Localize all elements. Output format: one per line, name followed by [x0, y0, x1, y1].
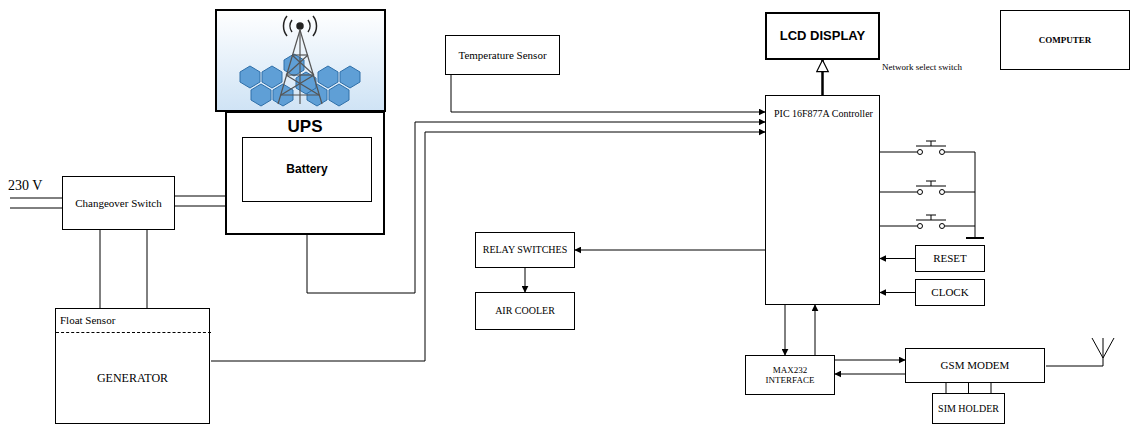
- node-label: Temperature Sensor: [458, 49, 546, 62]
- wire: [880, 258, 915, 259]
- network-select-switches: [880, 141, 984, 238]
- wire: [835, 374, 905, 375]
- wire: [785, 305, 786, 355]
- node-label: CLOCK: [931, 286, 968, 299]
- node-label: RESET: [933, 252, 967, 265]
- switch-caption: Network select switch: [882, 62, 962, 72]
- mains-wires: [10, 198, 62, 208]
- sensor-box: Temperature Sensor: [445, 35, 560, 75]
- connector: [822, 60, 823, 95]
- voltage-label: 230 V: [8, 178, 42, 194]
- node-label: GSM MODEM: [941, 359, 1010, 372]
- connector: [835, 374, 905, 375]
- generator-box: GENERATOR Float Sensor: [55, 308, 210, 424]
- connector: [880, 258, 915, 259]
- connector: [815, 305, 816, 355]
- wire: [100, 230, 101, 308]
- node-label: SIM HOLDER: [938, 403, 999, 415]
- relay-box: RELAY SWITCHES: [475, 232, 575, 268]
- wire: [575, 250, 765, 251]
- wire: [835, 360, 905, 361]
- node-label: PIC 16F877A Controller: [774, 108, 873, 120]
- battery-box: Battery: [242, 137, 372, 202]
- float-sensor-box: Float Sensor: [56, 309, 211, 333]
- computer-box: COMPUTER: [1000, 10, 1130, 70]
- wire: [946, 383, 947, 393]
- interface-box: MAX232 INTERFACE: [745, 355, 835, 395]
- ups-box: UPS Battery: [225, 111, 385, 235]
- controller-box: PIC 16F877A Controller: [765, 95, 880, 305]
- tower-illustration: [216, 10, 385, 111]
- wire: [991, 383, 992, 393]
- node-label: RELAY SWITCHES: [483, 244, 568, 256]
- connector: [835, 360, 905, 361]
- wire: [821, 60, 824, 95]
- connector: [575, 250, 765, 251]
- node-label: Changeover Switch: [75, 197, 161, 210]
- connector: [211, 132, 765, 361]
- wire: [525, 268, 526, 292]
- wire: [451, 75, 765, 112]
- antenna: [1046, 338, 1114, 366]
- node-label: LCD DISPLAY: [780, 29, 865, 44]
- node-label: COMPUTER: [1039, 35, 1092, 45]
- wire: [175, 196, 225, 197]
- node-label: MAX232 INTERFACE: [749, 365, 831, 386]
- connector: [946, 383, 991, 393]
- connector: [175, 196, 225, 206]
- wire: [147, 230, 148, 308]
- modem-box: GSM MODEM: [905, 348, 1045, 383]
- clock-box: CLOCK: [915, 279, 985, 306]
- node-label: GENERATOR: [97, 372, 168, 386]
- display-box: LCD DISPLAY: [765, 12, 880, 60]
- reset-box: RESET: [915, 245, 985, 272]
- node-label: AIR COOLER: [495, 305, 555, 317]
- wire: [175, 206, 225, 207]
- wire: [968, 383, 969, 393]
- node-label: UPS: [288, 117, 323, 137]
- switch-box: Changeover Switch: [62, 176, 175, 230]
- connector: [100, 230, 147, 308]
- cooler-box: AIR COOLER: [475, 292, 575, 330]
- node-label: Battery: [286, 163, 327, 177]
- wire: [211, 132, 765, 361]
- connector: [880, 292, 915, 293]
- connector: [785, 305, 786, 355]
- wire: [880, 292, 915, 293]
- wire: [815, 305, 816, 355]
- sim-holder-box: SIM HOLDER: [932, 393, 1005, 424]
- node-label: Float Sensor: [60, 314, 115, 327]
- connector: [451, 75, 765, 112]
- connector: [525, 268, 526, 292]
